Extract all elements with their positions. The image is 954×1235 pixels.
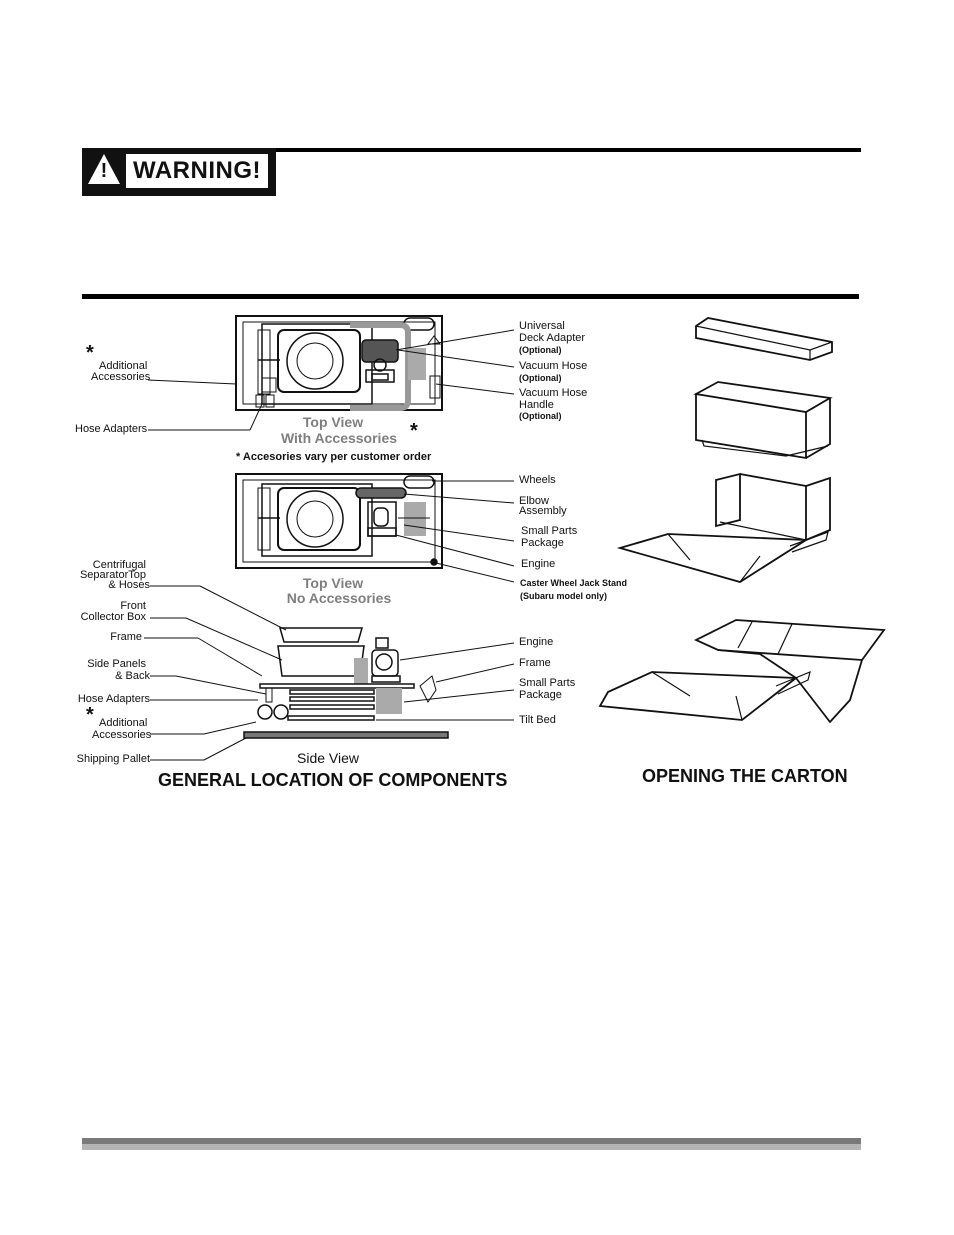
label-package-side: Package [519, 689, 562, 701]
label-tilt-bed: Tilt Bed [519, 714, 556, 726]
top-view-with-title-1: Top View [302, 414, 364, 430]
general-location-title: GENERAL LOCATION OF COMPONENTS [158, 770, 508, 790]
label-additional-accessories-2: Accessories [91, 371, 151, 383]
mid-rule [82, 294, 859, 299]
label-vacuum-hose-optional: (Optional) [519, 373, 562, 383]
footer-rule-light [82, 1144, 861, 1150]
top-view-no-title-1: Top View [302, 575, 364, 591]
warning-label: WARNING! [126, 154, 268, 188]
label-accessories-side: Accessories [92, 729, 152, 741]
label-small-parts-side: Small Parts [519, 677, 576, 689]
top-rule [270, 148, 861, 152]
label-handle-optional: (Optional) [519, 411, 562, 421]
label-and-back: & Back [115, 670, 150, 682]
label-elbow-assembly: Assembly [519, 505, 567, 517]
opening-carton-title: OPENING THE CARTON [642, 766, 848, 786]
asterisk-mark: * [86, 342, 94, 364]
warning-badge: ! WARNING! [82, 148, 276, 196]
label-hose-adapters-side: Hose Adapters [77, 693, 150, 705]
label-frame-right: Frame [519, 657, 551, 669]
label-engine-top: Engine [521, 558, 556, 570]
label-centrifugal: Centrifugal [92, 559, 146, 571]
label-wheels: Wheels [519, 474, 556, 486]
label-universal-optional: (Optional) [519, 345, 562, 355]
label-vacuum-hose: Vacuum Hose [519, 360, 588, 372]
label-caster-wheel: Caster Wheel Jack Stand [520, 578, 628, 588]
asterisk-mark-title: * [410, 420, 418, 442]
label-frame-left: Frame [110, 631, 142, 643]
label-collector-box: Collector Box [80, 611, 146, 623]
label-handle: Handle [519, 399, 554, 411]
label-small-parts: Small Parts [521, 525, 578, 537]
label-small-parts-package: Package [521, 537, 564, 549]
label-universal: Universal [519, 320, 565, 332]
label-separator-top: SeparatorTop [79, 569, 146, 581]
footer-rule-dark [82, 1138, 861, 1144]
label-hoses: & Hoses [108, 579, 150, 591]
top-view-with-title-2: With Accessories [280, 430, 398, 446]
accessories-note: * Accesories vary per customer order [236, 451, 432, 463]
label-hose-adapters-top: Hose Adapters [75, 423, 148, 435]
label-engine-side: Engine [519, 636, 554, 648]
label-additional-accessories: Additional [99, 360, 148, 372]
label-elbow: Elbow [519, 495, 549, 507]
label-side-panels: Side Panels [87, 658, 146, 670]
label-shipping-pallet: Shipping Pallet [76, 753, 150, 765]
warning-triangle-icon [88, 154, 120, 184]
asterisk-mark-side: * [86, 704, 94, 726]
label-front: Front [120, 600, 146, 612]
label-deck-adapter: Deck Adapter [519, 332, 586, 344]
label-caster-note: (Subaru model only) [520, 591, 608, 601]
label-additional-side: Additional [99, 717, 148, 729]
label-vacuum-hose-handle: Vacuum Hose [519, 387, 588, 399]
top-view-no-title-2: No Accessories [286, 590, 392, 606]
side-view-title: Side View [297, 750, 360, 766]
